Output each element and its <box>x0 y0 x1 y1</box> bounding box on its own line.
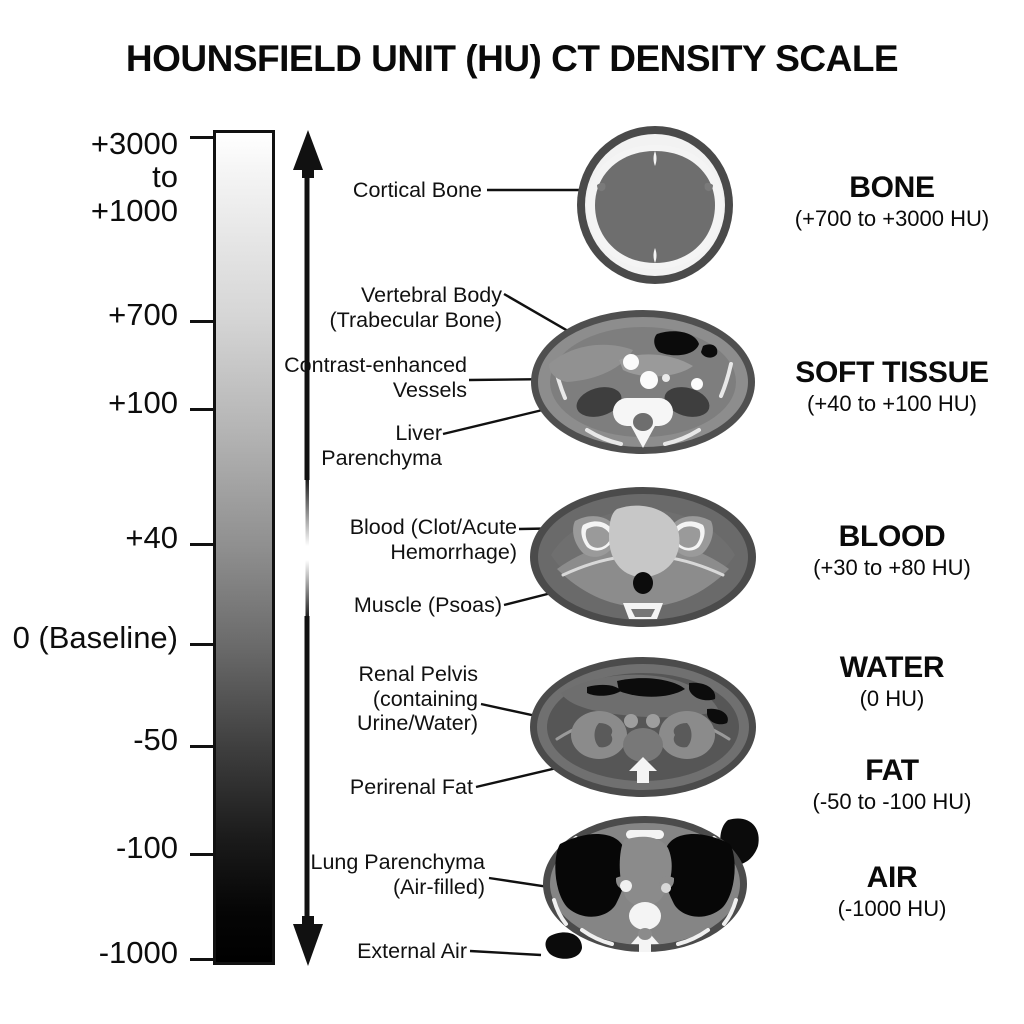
category-fat-name: FAT <box>865 754 919 787</box>
annotation-perirenal-fat: Perirenal Fat <box>349 775 473 799</box>
scale-label-40: +40 <box>125 520 178 555</box>
kidney-ct-axial <box>527 653 759 801</box>
category-fat: FAT (-50 to -100 HU) <box>760 754 1024 815</box>
tick-700 <box>190 320 213 323</box>
annotation-liver-parenchyma: Liver Parenchyma <box>321 421 442 470</box>
scale-label-100: +100 <box>108 385 178 420</box>
category-air: AIR (-1000 HU) <box>760 861 1024 922</box>
density-gradient-bar <box>213 130 275 965</box>
category-water-range: (0 HU) <box>859 686 925 712</box>
page-title: HOUNSFIELD UNIT (HU) CT DENSITY SCALE <box>125 38 899 79</box>
annotation-contrast-vessels: Contrast-enhanced Vessels <box>284 353 467 402</box>
tick-neg1000 <box>190 958 213 961</box>
scale-label-0: 0 (Baseline) <box>12 620 178 655</box>
annotation-renal-pelvis: Renal Pelvis (containing Urine/Water) <box>356 662 478 735</box>
category-fat-range: (-50 to -100 HU) <box>812 789 972 815</box>
abdomen-ct-axial <box>527 306 759 458</box>
tick-neg100 <box>190 853 213 856</box>
annotation-cortical-bone: Cortical Bone <box>352 178 482 202</box>
tick-100 <box>190 408 213 411</box>
tick-neg50 <box>190 745 213 748</box>
annotation-muscle-psoas: Muscle (Psoas) <box>353 593 502 617</box>
category-water: WATER (0 HU) <box>760 651 1024 712</box>
head-ct-axial <box>545 123 765 288</box>
chest-ct-axial <box>520 808 770 963</box>
category-air-name: AIR <box>866 861 918 894</box>
scale-label-neg100: -100 <box>115 830 178 865</box>
tick-0 <box>190 643 213 646</box>
scale-label-700: +700 <box>108 297 178 332</box>
category-air-range: (-1000 HU) <box>837 896 947 922</box>
annotation-vertebral-body: Vertebral Body (Trabecular Bone) <box>329 283 502 332</box>
category-soft-tissue-name: SOFT TISSUE <box>795 356 989 389</box>
annotation-external-air: External Air <box>357 939 467 963</box>
scale-label-neg1000: -1000 <box>98 935 178 970</box>
category-soft-tissue-range: (+40 to +100 HU) <box>807 391 977 417</box>
annotation-blood-clot: Blood (Clot/Acute Hemorrhage) <box>349 515 517 564</box>
category-soft-tissue: SOFT TISSUE (+40 to +100 HU) <box>760 356 1024 417</box>
pelvis-ct-axial <box>527 483 759 631</box>
bidirectional-arrow-icon <box>290 128 326 968</box>
scale-label-neg50: -50 <box>133 722 178 757</box>
category-blood: BLOOD (+30 to +80 HU) <box>760 520 1024 581</box>
tick-40 <box>190 543 213 546</box>
category-blood-name: BLOOD <box>838 520 946 553</box>
tick-3000 <box>190 136 213 139</box>
category-bone-range: (+700 to +3000 HU) <box>794 206 990 232</box>
category-bone-name: BONE <box>849 171 935 204</box>
scale-label-column: +3000 to +1000 +700 +100 +40 0 (Baseline… <box>0 0 190 1024</box>
category-water-name: WATER <box>839 651 945 684</box>
scale-label-3000: +3000 to +1000 <box>90 126 178 228</box>
category-blood-range: (+30 to +80 HU) <box>813 555 971 581</box>
category-bone: BONE (+700 to +3000 HU) <box>760 171 1024 232</box>
annotation-lung-parenchyma: Lung Parenchyma (Air-filled) <box>310 850 486 899</box>
